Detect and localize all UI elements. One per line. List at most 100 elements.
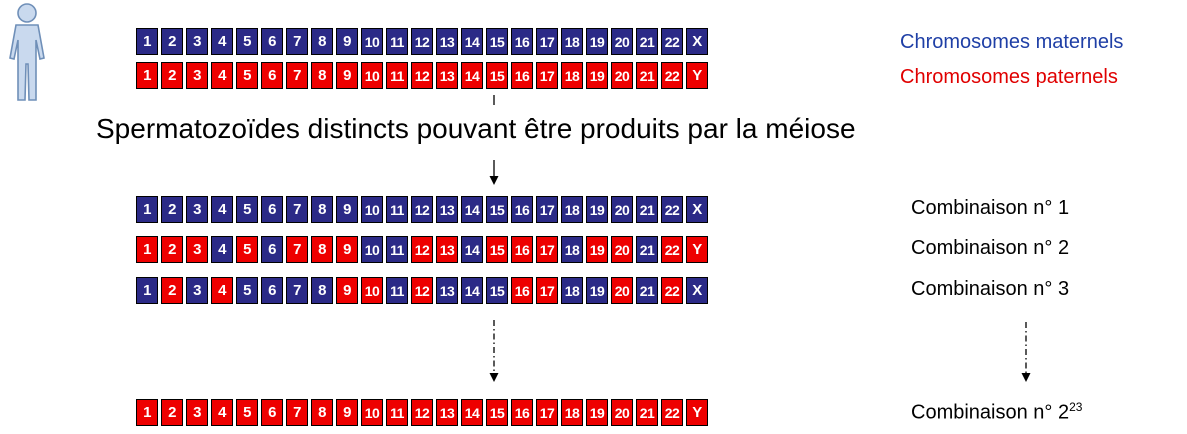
arrow-down-icon — [489, 176, 499, 185]
maternal-chromosome-21: 21 — [636, 28, 658, 55]
paternal-chromosome-9: 9 — [336, 277, 358, 304]
maternal-chromosome-X: X — [686, 277, 708, 304]
maternal-chromosome-X: X — [686, 28, 708, 55]
paternal-chromosome-19: 19 — [586, 399, 608, 426]
paternal-chromosome-15: 15 — [486, 62, 508, 89]
maternal-chromosome-X: X — [686, 196, 708, 223]
maternal-chromosome-14: 14 — [461, 236, 483, 263]
paternal-chromosome-12: 12 — [411, 62, 433, 89]
maternal-chromosome-19: 19 — [586, 277, 608, 304]
maternal-chromosome-3: 3 — [186, 28, 208, 55]
combination-label-1: Combinaison n° 1 — [911, 197, 1070, 219]
maternal-chromosome-15: 15 — [486, 28, 508, 55]
paternal-chromosome-22: 22 — [661, 399, 683, 426]
maternal-chromosome-2: 2 — [161, 28, 183, 55]
paternal-chromosome-22: 22 — [661, 236, 683, 263]
maternal-chromosome-5: 5 — [236, 28, 258, 55]
paternal-chromosome-22: 22 — [661, 62, 683, 89]
paternal-chromosome-9: 9 — [336, 399, 358, 426]
paternal-chromosome-4: 4 — [211, 62, 233, 89]
maternal-chromosome-4: 4 — [211, 196, 233, 223]
maternal-chromosome-4: 4 — [211, 28, 233, 55]
paternal-chromosome-15: 15 — [486, 399, 508, 426]
maternal-chromosome-11: 11 — [386, 236, 408, 263]
maternal-chromosome-7: 7 — [286, 28, 308, 55]
paternal-chromosome-16: 16 — [511, 277, 533, 304]
paternal-chromosome-22: 22 — [661, 277, 683, 304]
paternal-chromosome-12: 12 — [411, 277, 433, 304]
paternal-chromosome-1: 1 — [136, 399, 158, 426]
maternal-chromosome-15: 15 — [486, 277, 508, 304]
paternal-chromosome-20: 20 — [611, 236, 633, 263]
paternal-chromosome-5: 5 — [236, 62, 258, 89]
maternal-chromosome-8: 8 — [311, 196, 333, 223]
paternal-chromosome-4: 4 — [211, 399, 233, 426]
maternal-chromosome-18: 18 — [561, 277, 583, 304]
maternal-chromosome-5: 5 — [236, 277, 258, 304]
maternal-chromosome-20: 20 — [611, 196, 633, 223]
combination-label-last: Combinaison n° 223 — [911, 400, 1083, 424]
paternal-chromosome-19: 19 — [586, 236, 608, 263]
paternal-chromosome-10: 10 — [361, 277, 383, 304]
maternal-chromosome-19: 19 — [586, 196, 608, 223]
paternal-chromosome-21: 21 — [636, 62, 658, 89]
maternal-chromosome-16: 16 — [511, 196, 533, 223]
maternal-chromosome-20: 20 — [611, 28, 633, 55]
paternal-chromosome-11: 11 — [386, 399, 408, 426]
maternal-chromosome-9: 9 — [336, 196, 358, 223]
maternal-chromosome-3: 3 — [186, 277, 208, 304]
paternal-chromosome-14: 14 — [461, 399, 483, 426]
maternal-chromosome-13: 13 — [436, 277, 458, 304]
paternal-chromosome-18: 18 — [561, 399, 583, 426]
maternal-chromosome-22: 22 — [661, 28, 683, 55]
paternal-chromosome-9: 9 — [336, 62, 358, 89]
paternal-chromosome-6: 6 — [261, 62, 283, 89]
paternal-chromosome-2: 2 — [161, 236, 183, 263]
maternal-chromosome-12: 12 — [411, 196, 433, 223]
paternal-chromosome-3: 3 — [186, 62, 208, 89]
maternal-chromosome-14: 14 — [461, 28, 483, 55]
person-icon — [9, 3, 45, 101]
maternal-chromosome-10: 10 — [361, 236, 383, 263]
maternal-chromosome-4: 4 — [211, 236, 233, 263]
paternal-chromosome-18: 18 — [561, 62, 583, 89]
maternal-chromosome-18: 18 — [561, 196, 583, 223]
paternal-chromosome-5: 5 — [236, 236, 258, 263]
maternal-chromosome-17: 17 — [536, 28, 558, 55]
legend-paternal: Chromosomes paternels — [900, 66, 1118, 88]
paternal-chromosome-13: 13 — [436, 236, 458, 263]
maternal-chromosome-10: 10 — [361, 196, 383, 223]
paternal-chromosome-Y: Y — [686, 62, 708, 89]
paternal-chromosome-12: 12 — [411, 399, 433, 426]
paternal-chromosome-2: 2 — [161, 399, 183, 426]
paternal-chromosome-19: 19 — [586, 62, 608, 89]
maternal-chromosome-14: 14 — [461, 196, 483, 223]
paternal-chromosome-17: 17 — [536, 277, 558, 304]
paternal-chromosome-12: 12 — [411, 236, 433, 263]
maternal-chromosome-6: 6 — [261, 236, 283, 263]
maternal-chromosome-8: 8 — [311, 28, 333, 55]
paternal-chromosome-1: 1 — [136, 62, 158, 89]
paternal-chromosome-16: 16 — [511, 62, 533, 89]
paternal-chromosome-5: 5 — [236, 399, 258, 426]
maternal-chromosome-11: 11 — [386, 277, 408, 304]
paternal-chromosome-15: 15 — [486, 236, 508, 263]
paternal-chromosome-16: 16 — [511, 399, 533, 426]
maternal-chromosome-13: 13 — [436, 28, 458, 55]
paternal-chromosome-16: 16 — [511, 236, 533, 263]
paternal-chromosome-17: 17 — [536, 399, 558, 426]
maternal-chromosome-7: 7 — [286, 196, 308, 223]
paternal-chromosome-8: 8 — [311, 62, 333, 89]
arrow-down-icon — [489, 373, 499, 382]
paternal-chromosome-17: 17 — [536, 236, 558, 263]
maternal-chromosome-17: 17 — [536, 196, 558, 223]
paternal-chromosome-13: 13 — [436, 399, 458, 426]
paternal-chromosome-21: 21 — [636, 399, 658, 426]
maternal-chromosome-6: 6 — [261, 28, 283, 55]
maternal-chromosome-1: 1 — [136, 28, 158, 55]
paternal-chromosome-3: 3 — [186, 236, 208, 263]
maternal-chromosome-19: 19 — [586, 28, 608, 55]
